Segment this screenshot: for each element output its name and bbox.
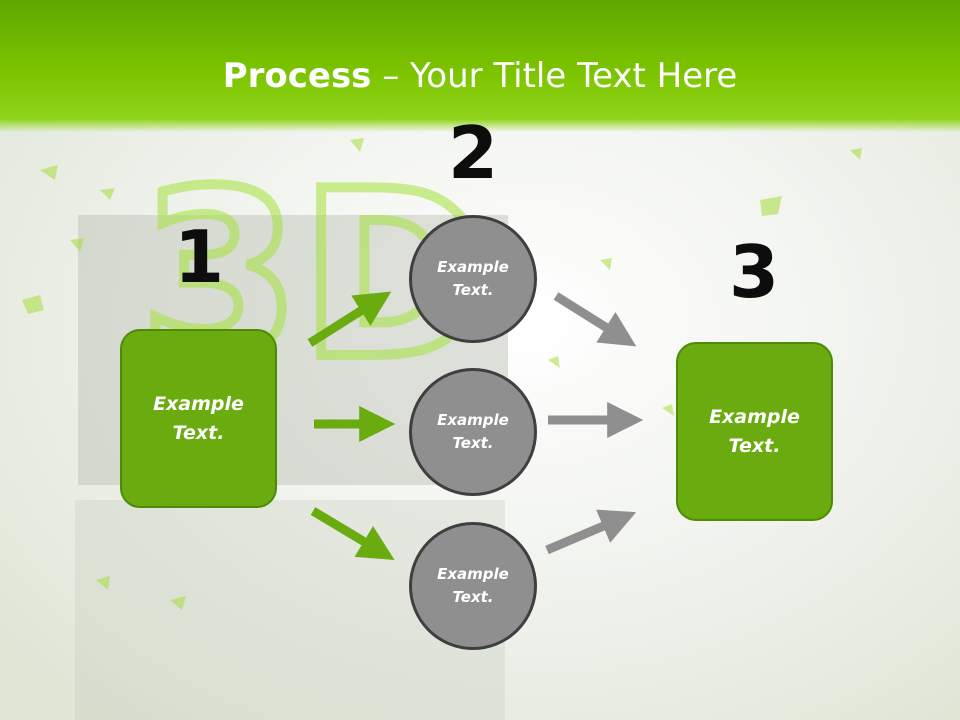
circle-bottom-line2: Text.	[452, 588, 494, 606]
arrow-gray-down	[553, 292, 637, 347]
circle-top-line2: Text.	[452, 281, 494, 299]
arrow-green-up	[307, 291, 392, 347]
step-1-text-line1: Example	[153, 392, 244, 415]
circle-bottom-line1: Example	[437, 565, 509, 583]
step-3-text-line2: Text.	[728, 434, 781, 457]
step-number-2: 2	[447, 111, 499, 195]
circle-middle-line1: Example	[437, 411, 509, 429]
step-number-3: 3	[728, 230, 780, 314]
step-3-text-line1: Example	[709, 405, 800, 428]
step-1-text-line2: Text.	[172, 421, 225, 444]
circle-top-line1: Example	[437, 258, 509, 276]
title-rest: – Your Title Text Here	[371, 56, 738, 96]
arrow-green-down	[310, 507, 395, 560]
step-number-1: 1	[173, 215, 225, 299]
page-title: Process – Your Title Text Here	[0, 54, 960, 98]
circle-middle-line2: Text.	[452, 434, 494, 452]
header-band	[0, 0, 960, 132]
title-bold: Process	[222, 56, 372, 96]
arrow-gray-up	[545, 509, 637, 555]
